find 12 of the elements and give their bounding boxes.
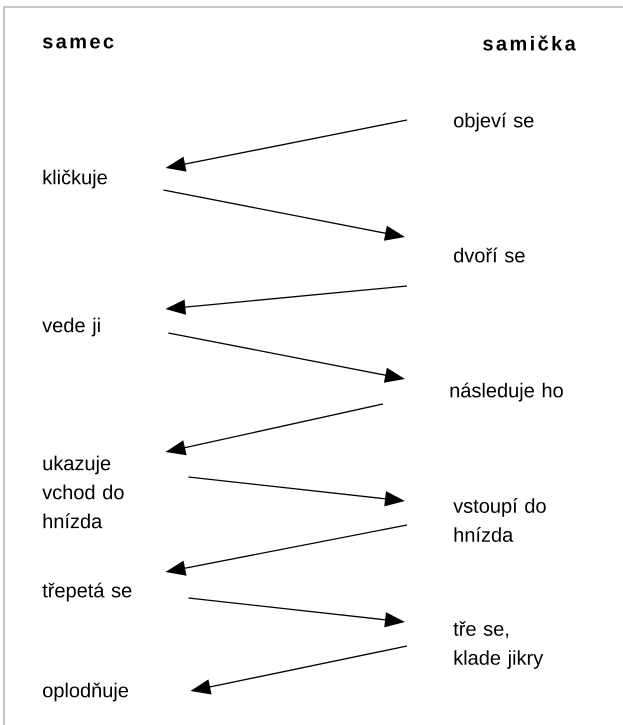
- column-heading: samec: [42, 38, 114, 48]
- step-text: objeví se: [454, 112, 534, 132]
- step-text: následuje ho: [450, 382, 563, 402]
- step-text: dvoří se: [454, 248, 525, 262]
- step-text: oplodňuje: [43, 682, 128, 702]
- step-text: třepetá se: [42, 582, 132, 602]
- column-heading: samička: [483, 35, 576, 51]
- step-text: vstoupí do hnízda: [453, 498, 546, 542]
- step-text: vede ji: [42, 318, 100, 336]
- step-text: tře se, klade jikry: [454, 621, 544, 669]
- step-text: kličkuje: [44, 170, 107, 188]
- step-text: ukazuje vchod do hnízda: [42, 456, 124, 528]
